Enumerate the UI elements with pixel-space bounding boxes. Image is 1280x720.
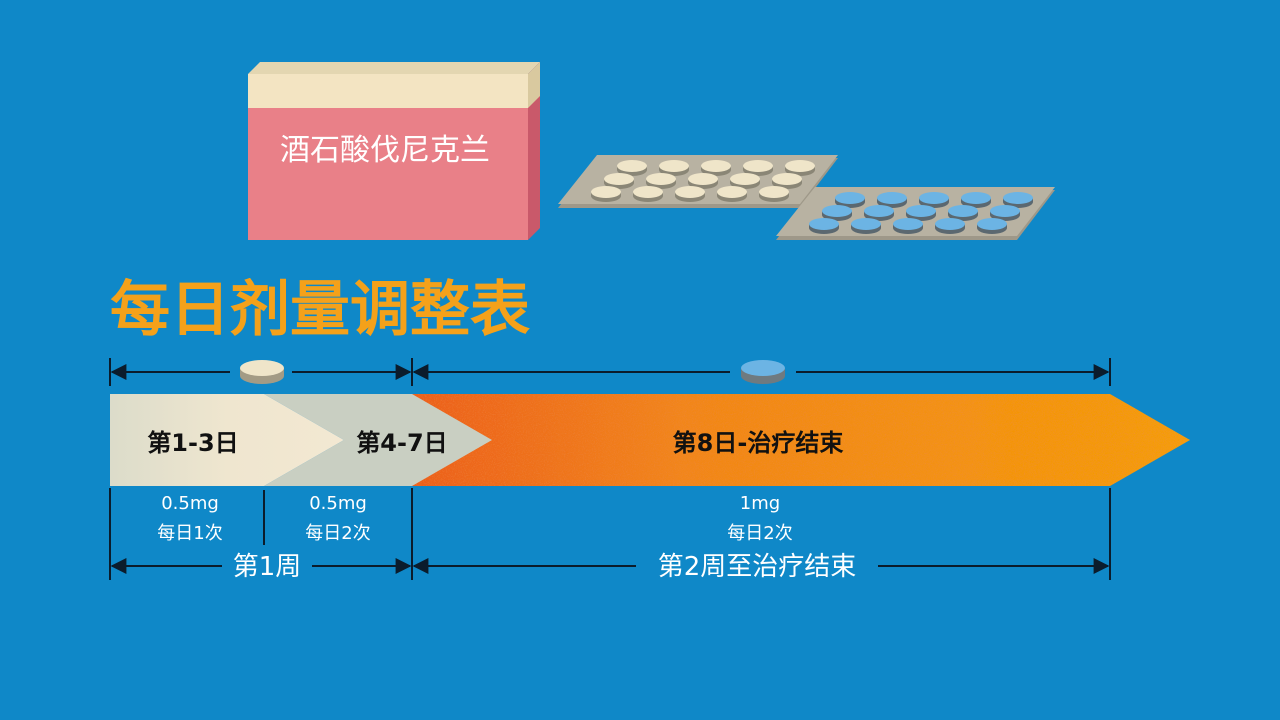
span-arrow-0.5mg bbox=[109, 358, 413, 386]
pill-icon bbox=[717, 186, 747, 202]
pill-icon bbox=[772, 173, 802, 189]
pill-icon bbox=[701, 160, 731, 176]
timeline-band: 第1-3日 第4-7日 第8日-治疗结束 bbox=[110, 394, 1190, 486]
phase-frequency-1: 每日1次 bbox=[157, 523, 222, 544]
pill-icon bbox=[604, 173, 634, 189]
pill-icon bbox=[633, 186, 663, 202]
phase-label-3: 第8日-治疗结束 bbox=[673, 429, 845, 457]
pill-icon bbox=[835, 192, 865, 208]
pill-icon bbox=[851, 218, 881, 234]
week-bracket-1: 第1周 bbox=[109, 488, 413, 582]
pill-icon bbox=[675, 186, 705, 202]
pill-icon bbox=[906, 205, 936, 221]
page-title: 每日剂量调整表 bbox=[110, 275, 530, 345]
phase-frequency-2: 每日2次 bbox=[305, 523, 370, 544]
pill-icon bbox=[990, 205, 1020, 221]
pill-icon bbox=[935, 218, 965, 234]
pill-icon bbox=[785, 160, 815, 176]
pill-icon bbox=[759, 186, 789, 202]
phase-dose-2: 0.5mg bbox=[309, 493, 367, 514]
product-name: 酒石酸伐尼克兰 bbox=[280, 133, 490, 168]
week-bracket-2: 第2周至治疗结束 bbox=[412, 488, 1111, 582]
blister-pack-icon bbox=[776, 187, 1055, 240]
pill-icon bbox=[617, 160, 647, 176]
pill-icon bbox=[659, 160, 689, 176]
pill-icon bbox=[977, 218, 1007, 234]
pill-icon bbox=[864, 205, 894, 221]
pill-icon bbox=[961, 192, 991, 208]
pill-icon bbox=[919, 192, 949, 208]
blister-pack-icon bbox=[558, 155, 838, 208]
pill-icon bbox=[688, 173, 718, 189]
pill-icon bbox=[822, 205, 852, 221]
phase-dose-3: 1mg bbox=[740, 493, 780, 514]
phase-label-2: 第4-7日 bbox=[356, 429, 447, 457]
phase-band-2 bbox=[264, 394, 492, 486]
pill-icon bbox=[730, 173, 760, 189]
phase-dose-1: 0.5mg bbox=[161, 493, 219, 514]
phase-band-1 bbox=[110, 394, 344, 486]
pill-icon bbox=[877, 192, 907, 208]
pill-icon bbox=[809, 218, 839, 234]
pill-icon bbox=[1003, 192, 1033, 208]
medicine-box-icon: 酒石酸伐尼克兰 bbox=[248, 62, 540, 240]
pill-icon bbox=[948, 205, 978, 221]
phase-band-3 bbox=[412, 394, 1190, 486]
pill-icon bbox=[646, 173, 676, 189]
pill-icon bbox=[743, 160, 773, 176]
phase-frequency-3: 每日2次 bbox=[727, 523, 792, 544]
pill-icon bbox=[591, 186, 621, 202]
tablet-icon bbox=[741, 360, 785, 384]
tablet-icon bbox=[240, 360, 284, 384]
pill-icon bbox=[893, 218, 923, 234]
week-label-2: 第2周至治疗结束 bbox=[658, 552, 857, 582]
week-label-1: 第1周 bbox=[233, 552, 302, 582]
span-arrow-1mg bbox=[412, 358, 1111, 386]
phase-label-1: 第1-3日 bbox=[147, 429, 238, 457]
